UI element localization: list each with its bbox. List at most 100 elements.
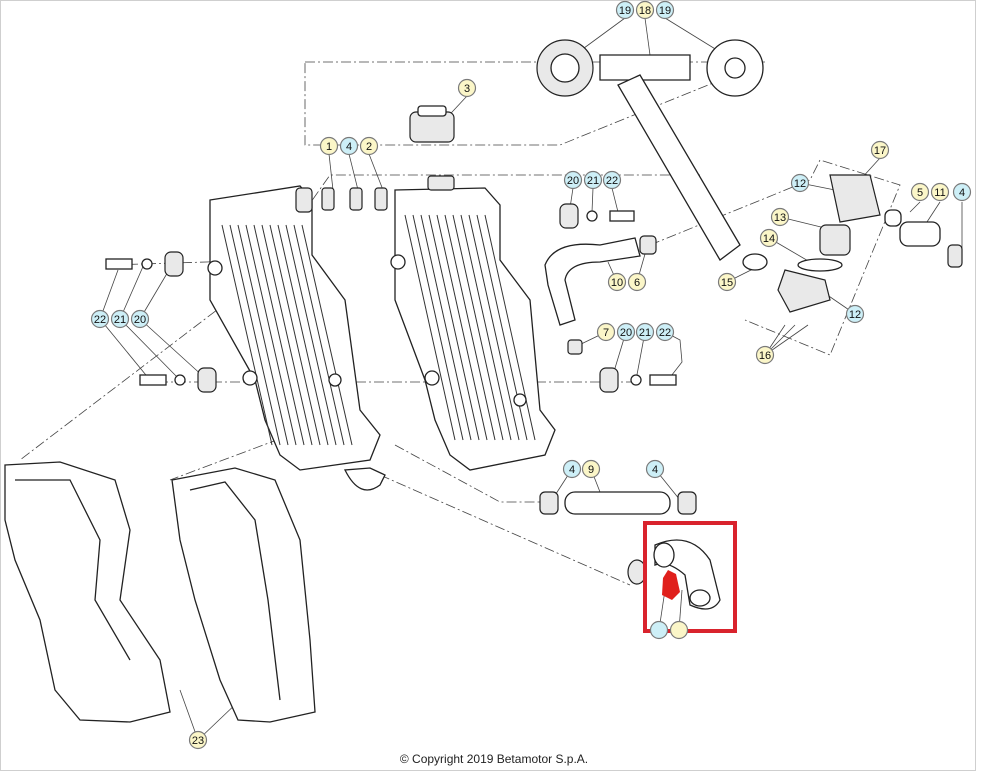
callout-circle: [615, 0, 635, 20]
left-radiator: [207, 185, 386, 491]
callout-label: 13: [774, 212, 786, 224]
callout-label: 3: [464, 83, 470, 95]
callout-circle: [581, 459, 601, 479]
callout-circle: [770, 207, 790, 227]
callout-circle: [930, 182, 950, 202]
right-radiator: [390, 175, 556, 471]
callout-label: 9: [588, 464, 594, 476]
radiator-cap: [409, 105, 455, 143]
callout-20: 20: [616, 322, 636, 342]
callout-label: 5: [917, 187, 923, 199]
elbow-hose: [627, 539, 721, 610]
callout-label: 21: [639, 327, 651, 339]
callout-label: 22: [606, 175, 618, 187]
radiator-fin: [253, 224, 305, 446]
radiator-fin: [269, 224, 321, 446]
callout-circle: [359, 136, 379, 156]
radiator-fin: [428, 214, 480, 441]
callout-circle: [90, 309, 110, 329]
callout-circle: [870, 140, 890, 160]
radiator-fin: [420, 214, 472, 441]
callout-circle: [910, 182, 930, 202]
radiator-fin: [452, 214, 504, 441]
callout-2: 2: [359, 136, 379, 156]
callout-17: 17: [870, 140, 890, 160]
callout-21: 21: [583, 170, 603, 190]
callout-4: 4: [562, 459, 582, 479]
callout-7: 7: [596, 322, 616, 342]
callout-19: 19: [615, 0, 635, 20]
radiator-fin: [245, 224, 297, 446]
thermostat-assembly: [742, 174, 963, 313]
callout-circle: [596, 322, 616, 342]
callout-circle: [635, 322, 655, 342]
callout-5: 5: [910, 182, 930, 202]
hardware-sets: [105, 203, 677, 393]
callout-blank: [669, 620, 689, 640]
highlight-box: [643, 521, 737, 633]
leader-lines: [99, 17, 963, 741]
radiator-fin: [301, 224, 353, 446]
callout-label: 21: [587, 175, 599, 187]
callout-20: 20: [130, 309, 150, 329]
callout-label: 22: [94, 314, 106, 326]
callout-22: 22: [90, 309, 110, 329]
callout-label: 21: [114, 314, 126, 326]
radiator-fin: [484, 214, 536, 441]
callout-circle: [607, 272, 627, 292]
callout-label: 12: [794, 178, 806, 190]
callout-label: 4: [959, 187, 965, 199]
copyright-text: © Copyright 2019 Betamotor S.p.A.: [399, 752, 589, 766]
callout-label: 4: [652, 464, 658, 476]
callout-circle: [655, 322, 675, 342]
callout-circle: [188, 730, 208, 750]
callout-23: 23: [188, 730, 208, 750]
callout-11: 11: [930, 182, 950, 202]
radiator-fin: [221, 224, 273, 446]
callout-label: 22: [659, 327, 671, 339]
callout-label: 10: [611, 277, 623, 289]
radiator-fin: [293, 224, 345, 446]
callout-circle: [616, 322, 636, 342]
callout-12: 12: [845, 304, 865, 324]
top-tube-assembly: [536, 39, 764, 261]
callout-circle: [583, 170, 603, 190]
callout-circle: [319, 136, 339, 156]
callout-label: 16: [759, 350, 771, 362]
radiator-fin: [237, 224, 289, 446]
callout-label: 20: [620, 327, 632, 339]
callout-label: 19: [659, 5, 671, 17]
radiator-fin: [404, 214, 456, 441]
callout-label: 12: [849, 309, 861, 321]
callout-19: 19: [655, 0, 675, 20]
radiator-fin: [468, 214, 520, 441]
radiator-fin: [412, 214, 464, 441]
tube-9: [539, 491, 697, 515]
callout-circle: [563, 170, 583, 190]
callout-circle: [755, 345, 775, 365]
radiator-fin: [277, 224, 329, 446]
top-bushings: [295, 187, 388, 213]
hose-10: [544, 235, 657, 326]
callout-1: 1: [319, 136, 339, 156]
callout-label: 7: [603, 327, 609, 339]
callout-label: 15: [721, 277, 733, 289]
radiator-fin: [460, 214, 512, 441]
callout-4: 4: [645, 459, 665, 479]
radiator-fin: [444, 214, 496, 441]
callout-label: 4: [569, 464, 575, 476]
callout-6: 6: [627, 272, 647, 292]
callout-4: 4: [339, 136, 359, 156]
callout-circle: [759, 228, 779, 248]
right-shroud: [171, 467, 316, 723]
callout-label: 2: [366, 141, 372, 153]
callout-label: 20: [134, 314, 146, 326]
callout-circle: [845, 304, 865, 324]
callout-circle: [649, 620, 669, 640]
callout-9: 9: [581, 459, 601, 479]
callout-3: 3: [457, 78, 477, 98]
callout-20: 20: [563, 170, 583, 190]
